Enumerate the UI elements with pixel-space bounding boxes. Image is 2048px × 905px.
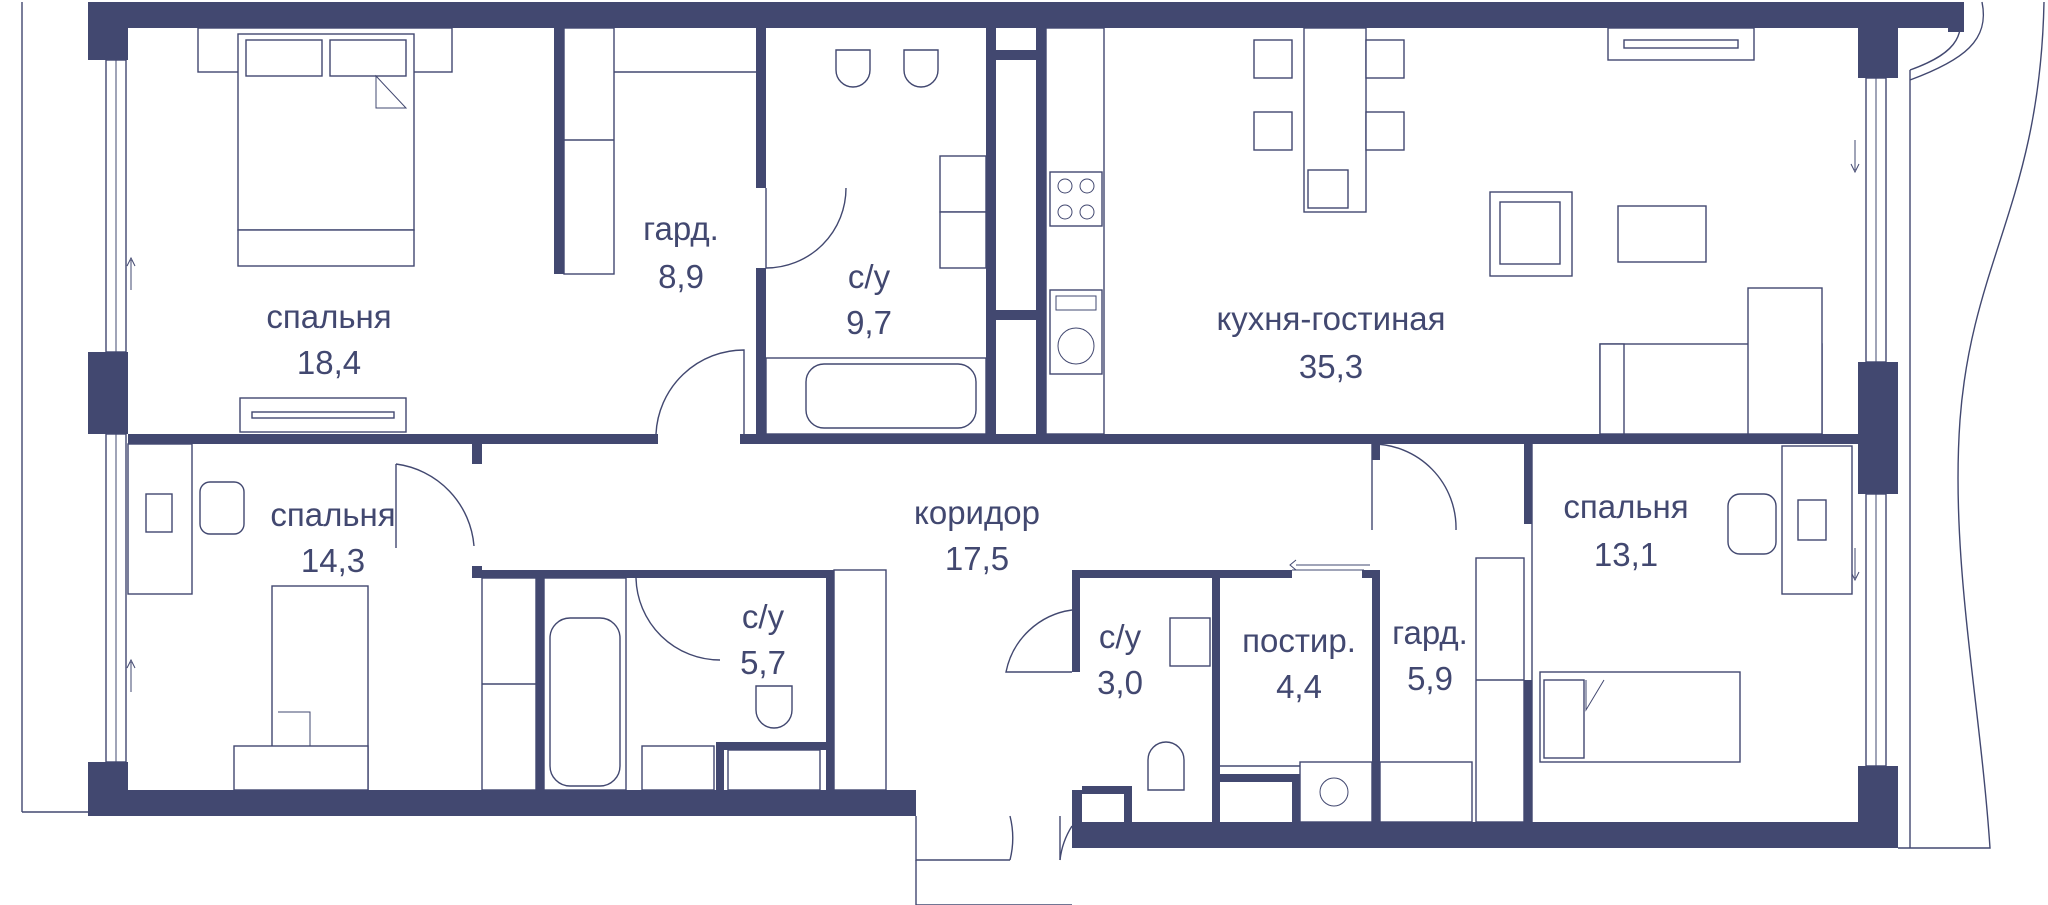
room-name-bathroom-1: с/у: [848, 258, 891, 295]
room-name-bathroom-3: с/у: [1099, 618, 1142, 655]
outer-walls: [88, 2, 1964, 848]
room-name-bedroom-2: спальня: [270, 496, 395, 533]
windows: [105, 59, 1887, 767]
room-name-corridor: коридор: [914, 494, 1040, 531]
room-area-corridor: 17,5: [945, 540, 1009, 577]
room-area-laundry: 4,4: [1276, 668, 1322, 705]
room-area-bathroom-1: 9,7: [846, 304, 892, 341]
room-area-bedroom-3: 13,1: [1594, 536, 1658, 573]
room-area-bathroom-3: 3,0: [1097, 664, 1143, 701]
room-area-bedroom-1: 18,4: [297, 344, 361, 381]
room-name-bedroom-3: спальня: [1563, 488, 1688, 525]
doors: [395, 187, 1457, 905]
room-name-wardrobe-2: гард.: [1392, 614, 1468, 651]
balcony-outlines: [21, 1, 2045, 849]
room-name-bathroom-2: с/у: [742, 598, 785, 635]
interior-walls: [128, 28, 1862, 822]
room-area-bedroom-2: 14,3: [301, 542, 365, 579]
room-area-wardrobe-1: 8,9: [658, 258, 704, 295]
furniture: [127, 27, 1853, 823]
room-name-laundry: постир.: [1242, 622, 1356, 659]
room-area-bathroom-2: 5,7: [740, 644, 786, 681]
room-area-kitchen-living: 35,3: [1299, 348, 1363, 385]
room-labels: спальня 18,4 гард. 8,9 с/у 9,7 кухня-гос…: [266, 210, 1688, 705]
room-name-bedroom-1: спальня: [266, 298, 391, 335]
room-name-wardrobe-1: гард.: [643, 210, 719, 247]
room-area-wardrobe-2: 5,9: [1407, 660, 1453, 697]
room-name-kitchen-living: кухня-гостиная: [1216, 300, 1445, 337]
